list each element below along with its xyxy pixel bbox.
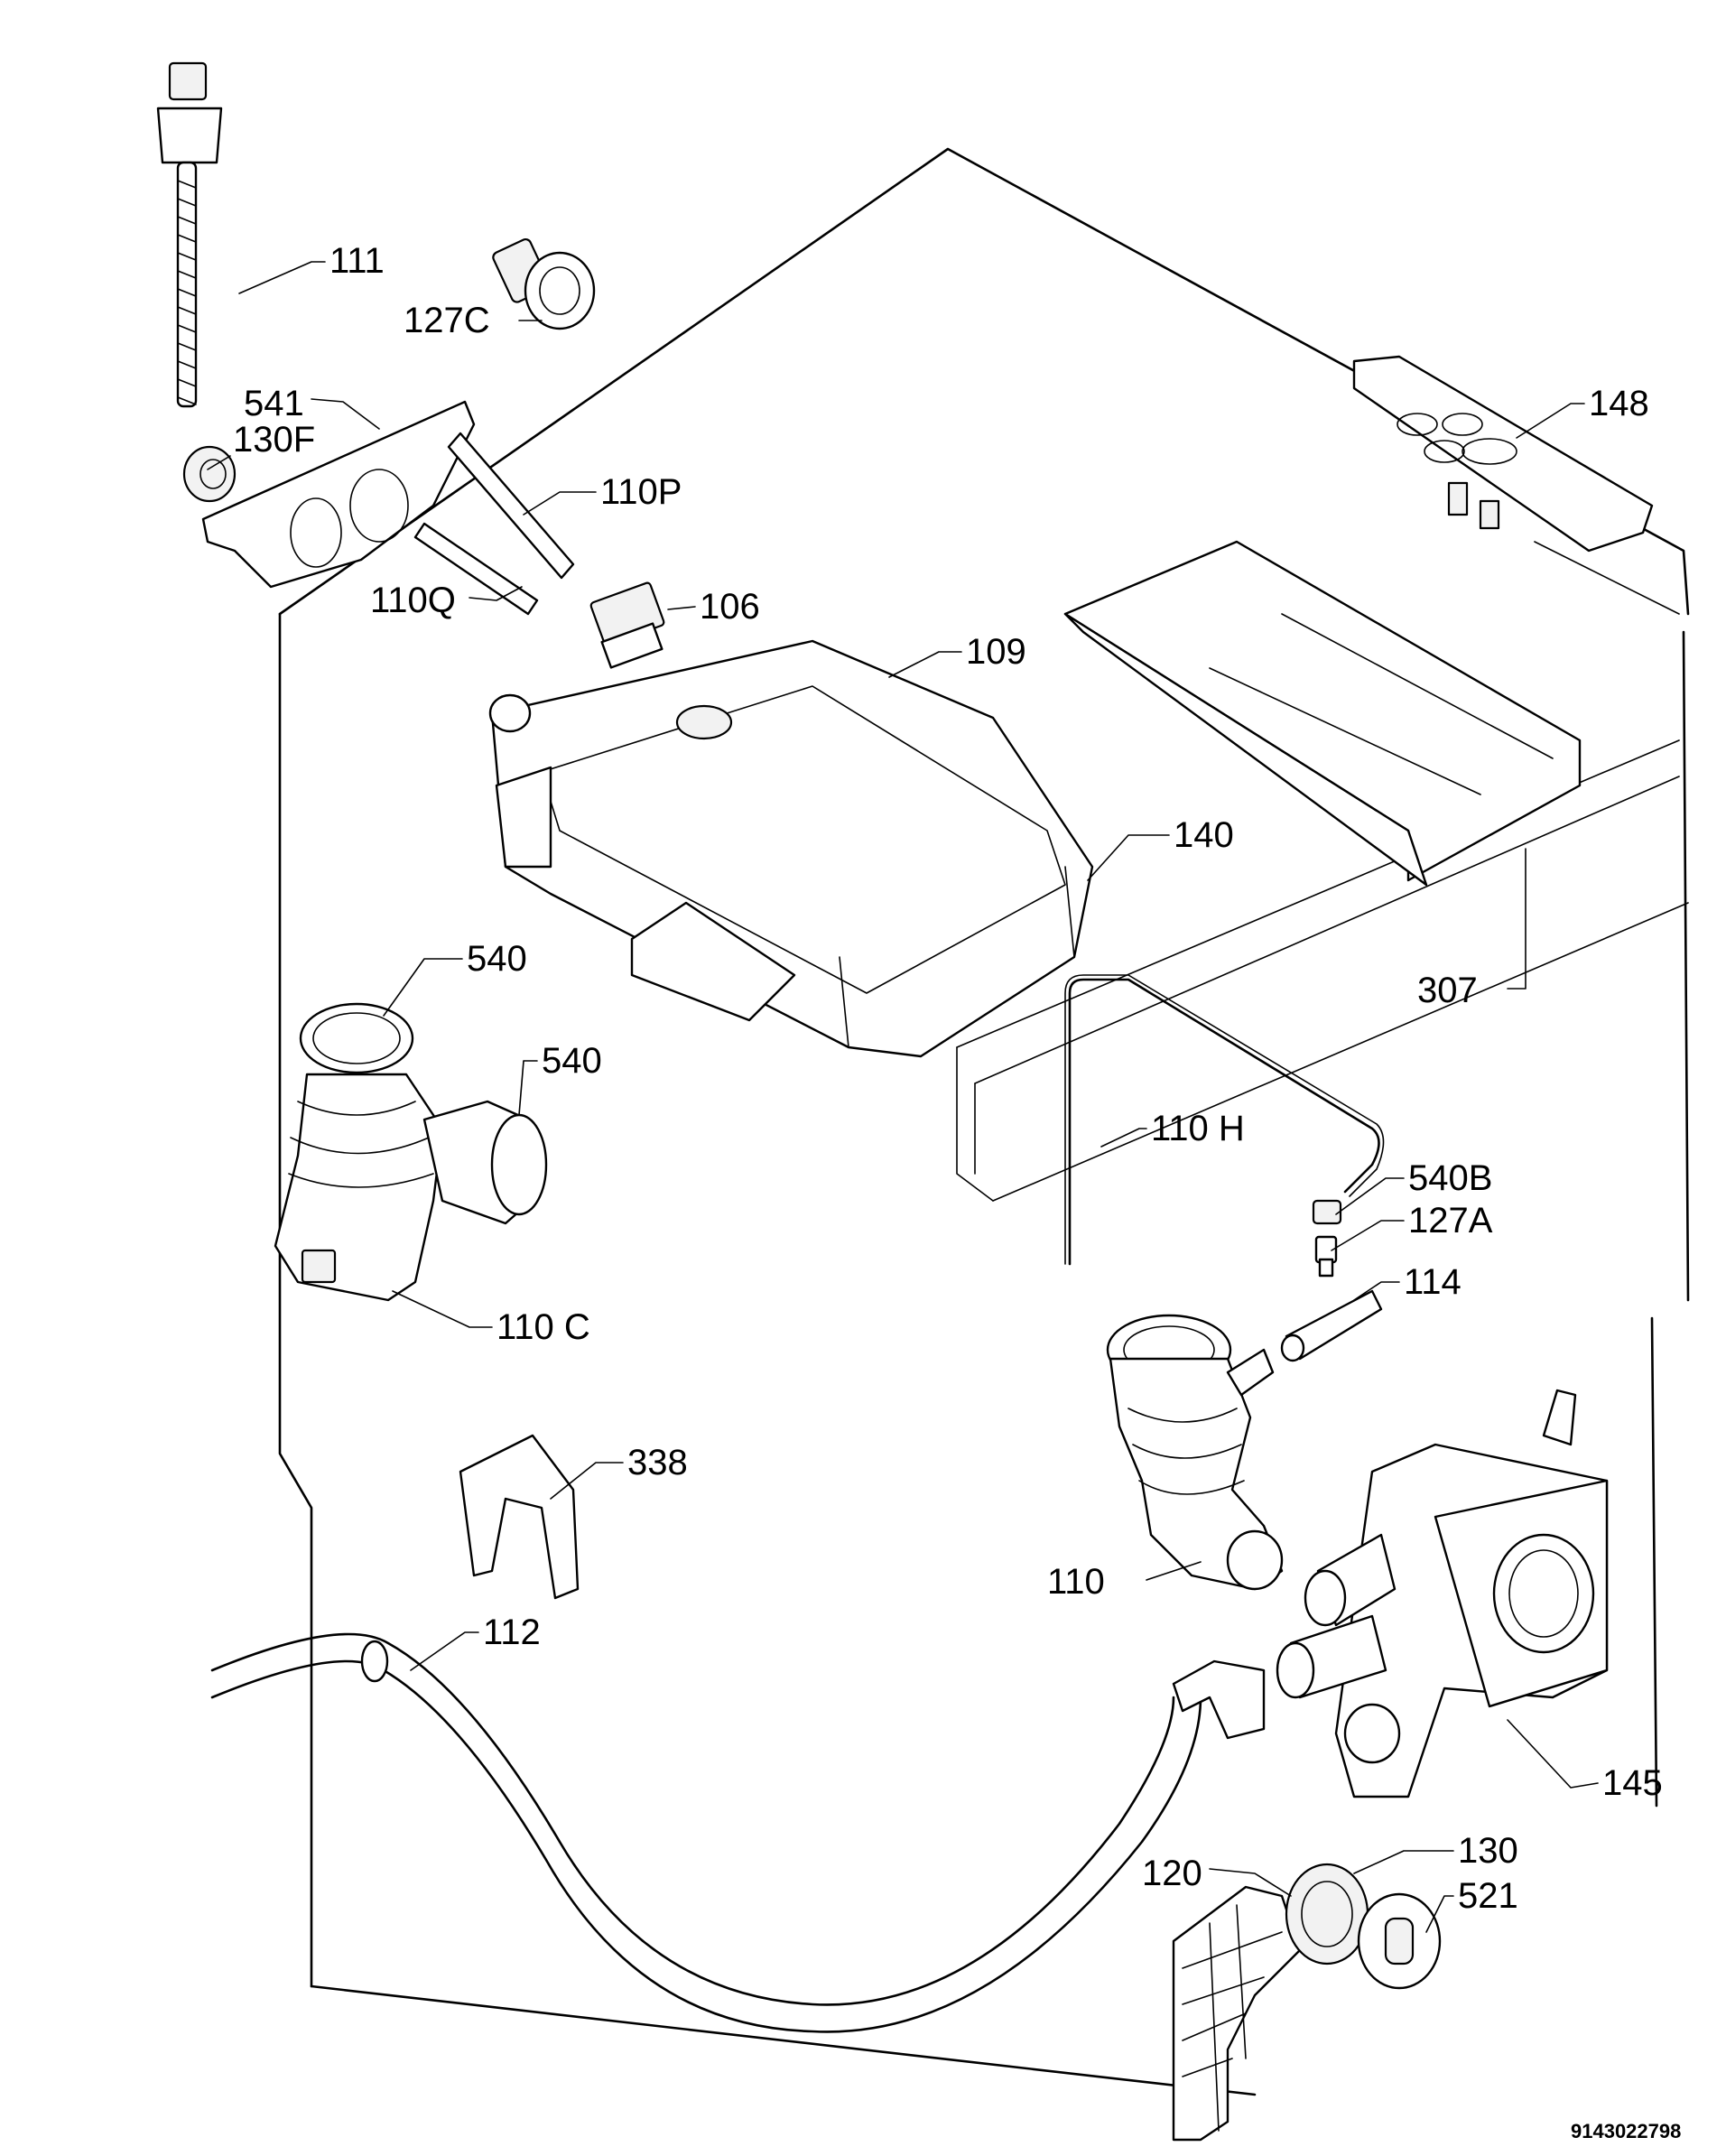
label-145: 145 (1602, 1763, 1663, 1803)
leader-lines (207, 261, 1599, 1933)
label-127c: 127C (404, 301, 490, 340)
label-127a: 127A (1408, 1201, 1493, 1241)
panel-541 (201, 400, 476, 589)
hose-110h (1064, 974, 1385, 1266)
filter-assembly (1172, 1863, 1442, 2142)
nut-130f (182, 445, 237, 503)
dispenser-housing-109 (488, 639, 1094, 1058)
label-111: 111 (329, 241, 385, 281)
label-148: 148 (1589, 384, 1649, 423)
part-labels: 111 127C 541 130F 110P 110Q 106 109 148 … (233, 241, 1681, 2142)
lid-148 (1352, 355, 1654, 553)
label-120: 120 (1142, 1854, 1202, 1893)
label-106: 106 (700, 587, 760, 627)
label-110: 110 (1047, 1562, 1105, 1602)
pump-145 (1276, 1389, 1609, 1798)
label-338: 338 (627, 1443, 688, 1482)
clip-338 (459, 1434, 580, 1600)
clip-106 (589, 581, 665, 669)
drain-hose-112 (210, 1632, 1266, 2033)
cabinet-outline (278, 147, 1690, 2096)
label-112: 112 (483, 1612, 541, 1652)
label-541: 541 (244, 384, 304, 423)
label-110q: 110Q (370, 581, 456, 620)
sump-hose-110c (274, 1002, 548, 1302)
label-130f: 130F (233, 420, 315, 460)
sump-hose-110 (1106, 1314, 1284, 1591)
label-540-top: 540 (467, 939, 527, 979)
label-109: 109 (966, 632, 1026, 672)
label-114: 114 (1404, 1262, 1462, 1302)
label-110c: 110 C (496, 1307, 590, 1347)
small-fittings (1280, 1199, 1383, 1362)
valve-127c (492, 237, 596, 330)
tubes-110p-110q (413, 432, 575, 616)
label-140: 140 (1174, 815, 1234, 855)
drawing-code: 9143022798 (1571, 2120, 1681, 2142)
label-540b: 540B (1408, 1158, 1492, 1198)
label-110h: 110 H (1151, 1109, 1245, 1148)
inlet-hose-111 (156, 61, 223, 408)
label-130: 130 (1458, 1831, 1518, 1871)
label-521: 521 (1458, 1876, 1518, 1916)
label-307: 307 (1417, 971, 1478, 1010)
drawer-307 (1063, 540, 1582, 887)
label-110p: 110P (600, 472, 682, 512)
label-540-lower: 540 (542, 1041, 602, 1081)
